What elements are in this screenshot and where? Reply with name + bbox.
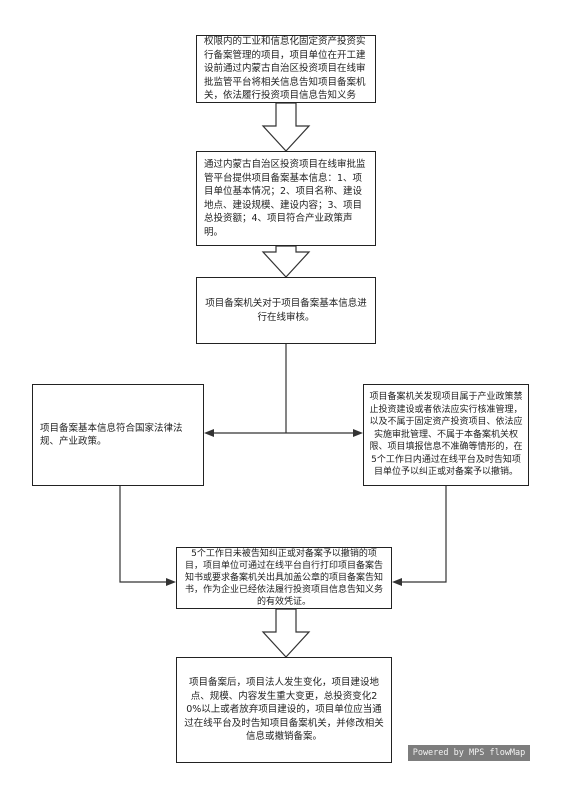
watermark-label: Powered by MPS flowMap (408, 745, 530, 761)
flow-node-n5: 项目备案机关发现项目属于产业政策禁止投资建设或者依法应实行核准管理，以及不属于固… (363, 384, 529, 486)
block-arrow-n2-n3 (261, 245, 311, 278)
flow-node-n5-text: 项目备案机关发现项目属于产业政策禁止投资建设或者依法应实行核准管理，以及不属于固… (369, 392, 523, 478)
flow-node-n6: 5个工作日未被告知纠正或对备案予以撤销的项目，项目单位可通过在线平台自行打印项目… (176, 547, 392, 609)
arrowhead-to-n5 (353, 429, 363, 437)
flow-node-n7-text: 项目备案后，项目法人发生变化，项目建设地点、规模、内容发生重大变更，总投资变化2… (184, 677, 384, 743)
flow-node-n2: 通过内蒙古自治区投资项目在线审批监管平台提供项目备案基本信息：1、项目单位基本情… (196, 151, 376, 246)
arrowhead-to-n4 (204, 429, 214, 437)
flow-node-n4-text: 项目备案基本信息符合国家法律法规、产业政策。 (40, 422, 183, 448)
connector-n5-n6 (400, 486, 447, 583)
flow-node-n2-text: 通过内蒙古自治区投资项目在线审批监管平台提供项目备案基本信息：1、项目单位基本情… (204, 159, 366, 238)
connector-n4-n6 (119, 486, 168, 583)
block-arrow-n1-n2 (261, 102, 311, 152)
arrowhead-n5-n6 (392, 578, 402, 586)
flow-node-n1-text: 权限内的工业和信息化固定资产投资实行备案管理的项目，项目单位在开工建设前通过内蒙… (204, 36, 366, 102)
flow-node-n4: 项目备案基本信息符合国家法律法规、产业政策。 (32, 384, 204, 486)
flow-node-n1: 权限内的工业和信息化固定资产投资实行备案管理的项目，项目单位在开工建设前通过内蒙… (196, 35, 376, 103)
flow-node-n6-text: 5个工作日未被告知纠正或对备案予以撤销的项目，项目单位可通过在线平台自行打印项目… (184, 549, 383, 607)
flow-node-n3: 项目备案机关对于项目备案基本信息进行在线审核。 (196, 277, 376, 344)
flow-node-n7: 项目备案后，项目法人发生变化，项目建设地点、规模、内容发生重大变更，总投资变化2… (176, 657, 392, 763)
flow-node-n3-text: 项目备案机关对于项目备案基本信息进行在线审核。 (205, 298, 367, 323)
arrowhead-n4-n6 (166, 578, 176, 586)
block-arrow-n6-n7 (261, 608, 311, 658)
